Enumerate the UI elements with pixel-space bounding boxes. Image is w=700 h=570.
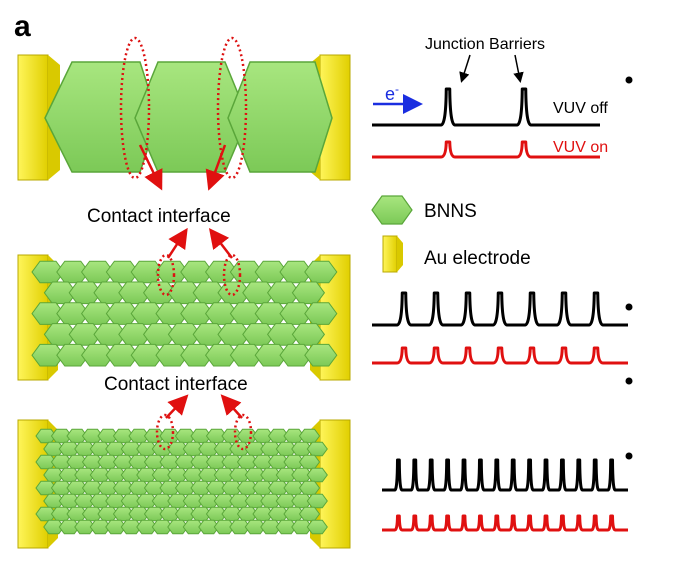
junction-ellipse-3b (233, 413, 253, 451)
bullet-4 (625, 452, 633, 460)
bnns-small-hexagon (56, 343, 90, 367)
bnns-hex-field-2 (31, 260, 338, 367)
bnns-tiny-hexagon (306, 493, 328, 509)
bnns-small-hexagon (304, 343, 338, 367)
bnns-tiny-hexagon (213, 519, 235, 535)
bnns-small-hexagon (279, 343, 313, 367)
junction-barriers-label: Junction Barriers (425, 36, 545, 53)
trace-vuv-off-2 (372, 291, 628, 327)
contact-interface-label-mid: Contact interface (104, 374, 248, 395)
junction-ellipse-1a (119, 36, 151, 180)
bnns-sheet-1c (227, 61, 333, 173)
bnns-tiny-hexagon (136, 519, 158, 535)
bnns-small-hexagon (155, 343, 189, 367)
trace-vuv-on-3 (382, 514, 628, 532)
bnns-tiny-hexagon (298, 428, 321, 444)
legend-au-icon (382, 235, 398, 273)
barrier-pointer-1 (459, 54, 471, 83)
junction-ellipse-1b (216, 36, 248, 180)
bnns-small-hexagon (204, 343, 239, 367)
bnns-tiny-hexagon (306, 467, 328, 483)
bnns-tiny-hexagon (58, 519, 80, 535)
arrow-up-3a (165, 394, 189, 419)
bnns-tiny-hexagon (89, 519, 111, 535)
trace-vuv-on-1 (372, 140, 600, 159)
bnns-tiny-hexagon (260, 519, 282, 535)
bnns-small-hexagon (105, 343, 140, 367)
bullet-3 (625, 377, 633, 385)
arrow-junction-1b (205, 144, 227, 191)
arrow-junction-1a (138, 144, 163, 191)
panel-letter: a (14, 10, 31, 43)
bnns-tiny-hexagon (298, 506, 321, 522)
bnns-tiny-hexagon (74, 519, 96, 535)
bnns-small-hexagon (31, 343, 65, 367)
bnns-tiny-hexagon (275, 519, 297, 535)
device-1 (17, 36, 351, 191)
arrow-up-3b (220, 394, 243, 419)
bnns-tiny-hexagon (298, 480, 321, 496)
bnns-tiny-hexagon (105, 519, 127, 535)
bnns-small-hexagon (229, 343, 264, 367)
bnns-tiny-hexagon (298, 454, 321, 470)
au-electrode-left-1 (17, 54, 49, 181)
bullet-2 (625, 303, 633, 311)
bnns-small-hexagon (304, 260, 338, 284)
legend: BNNS Au electrode (371, 195, 531, 273)
device-3 (17, 394, 351, 549)
bnns-tiny-hexagon (43, 519, 65, 535)
arrow-up-2a (166, 227, 188, 259)
junction-ellipse-3a (155, 413, 175, 451)
trace-vuv-off-3 (382, 458, 628, 492)
bnns-tiny-hexagon (306, 519, 328, 535)
bnns-tiny-hexagon (151, 519, 173, 535)
vuv-on-label: VUV on (553, 139, 608, 156)
electron-label: e- (385, 82, 399, 104)
contact-interface-label-top: Contact interface (87, 206, 231, 227)
barrier-pointer-2 (513, 54, 524, 83)
bnns-small-hexagon (254, 343, 288, 367)
bnns-tiny-hexagon (120, 519, 142, 535)
bnns-tiny-hexagon (291, 519, 313, 535)
legend-bnns-icon (371, 195, 413, 225)
legend-au-icon-face (397, 236, 403, 272)
junction-ellipse-2a (156, 253, 176, 297)
bnns-hex-field-3 (35, 428, 328, 535)
bnns-small-hexagon (130, 343, 164, 367)
bnns-tiny-hexagon (244, 519, 266, 535)
bnns-tiny-hexagon (198, 519, 220, 535)
trace-vuv-on-2 (372, 346, 628, 365)
legend-bnns-label: BNNS (424, 201, 477, 222)
bnns-tiny-hexagon (182, 519, 204, 535)
bnns-small-hexagon (304, 302, 338, 325)
barrier-traces (372, 87, 628, 532)
bullet-1 (625, 76, 633, 84)
bnns-small-hexagon (80, 343, 115, 367)
junction-ellipse-2b (222, 253, 242, 297)
legend-au-label: Au electrode (424, 248, 531, 269)
device-2 (17, 227, 351, 381)
trace-vuv-off-1 (372, 87, 600, 127)
bnns-tiny-hexagon (306, 441, 328, 457)
vuv-off-label: VUV off (553, 100, 608, 117)
bnns-small-hexagon (180, 343, 214, 367)
bnns-tiny-hexagon (229, 519, 251, 535)
bnns-tiny-hexagon (167, 519, 189, 535)
arrow-up-2b (208, 228, 233, 259)
